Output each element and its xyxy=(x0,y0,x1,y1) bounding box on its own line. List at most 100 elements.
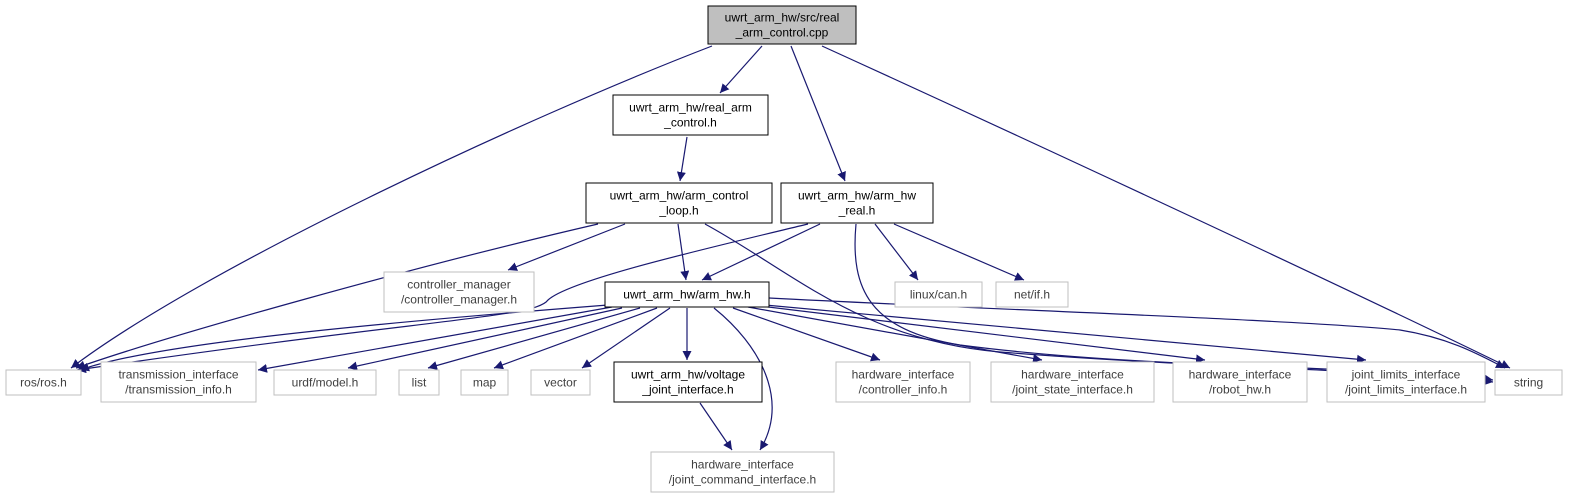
nodes-layer: uwrt_arm_hw/src/real_arm_control.cppuwrt… xyxy=(5,5,1563,493)
node-label-line: _control.h xyxy=(663,116,717,130)
edge-arm_control_loop_h-to-controller_manager_h xyxy=(507,223,626,271)
node-label-line: /transmission_info.h xyxy=(125,383,232,397)
node-box xyxy=(604,281,770,308)
node-label-line: uwrt_arm_hw/src/real xyxy=(725,11,840,25)
node-controller_info_h[interactable]: hardware_interface/controller_info.h xyxy=(835,361,971,403)
node-box xyxy=(613,361,763,403)
node-box xyxy=(383,271,535,313)
node-ros_h[interactable]: ros/ros.h xyxy=(5,369,82,396)
node-arm_hw_real_h[interactable]: uwrt_arm_hw/arm_hw_real.h xyxy=(780,182,934,224)
edge-arm_hw_h-to-string xyxy=(768,297,1506,369)
edge-arm_hw_real_h-to-net_if_h xyxy=(893,223,1025,281)
node-box xyxy=(460,369,509,396)
edge-arm_hw_real_h-to-linux_can_h xyxy=(874,223,919,281)
node-label-line: /controller_manager.h xyxy=(401,293,517,307)
node-label-line: uwrt_arm_hw/real_arm xyxy=(629,101,752,115)
node-joint_command_interface_h[interactable]: hardware_interface/joint_command_interfa… xyxy=(650,451,835,493)
node-label-line: /controller_info.h xyxy=(859,383,948,397)
edge-root-to-string xyxy=(821,45,1511,369)
node-voltage_joint_interface_h[interactable]: uwrt_arm_hw/voltage_joint_interface.h xyxy=(613,361,763,403)
node-label-line: hardware_interface xyxy=(1021,368,1124,382)
node-label-line: uwrt_arm_hw/voltage xyxy=(631,368,745,382)
node-box xyxy=(1326,361,1486,403)
node-label-line: map xyxy=(473,376,497,390)
node-label-line: hardware_interface xyxy=(1189,368,1292,382)
edge-arm_hw_h-to-controller_info_h xyxy=(732,307,881,362)
node-joint_limits_interface_h[interactable]: joint_limits_interface/joint_limits_inte… xyxy=(1326,361,1486,403)
node-controller_manager_h[interactable]: controller_manager/controller_manager.h xyxy=(383,271,535,313)
node-arm_control_loop_h[interactable]: uwrt_arm_hw/arm_control_loop.h xyxy=(585,182,773,224)
node-box xyxy=(100,361,257,403)
edge-root-to-ros_h xyxy=(70,45,713,369)
node-linux_can_h[interactable]: linux/can.h xyxy=(894,281,983,308)
node-label-line: uwrt_arm_hw/arm_hw.h xyxy=(623,288,750,302)
node-label-line: _loop.h xyxy=(658,204,698,218)
node-joint_state_interface_h[interactable]: hardware_interface/joint_state_interface… xyxy=(990,361,1155,403)
node-box xyxy=(995,281,1069,308)
node-arm_hw_h[interactable]: uwrt_arm_hw/arm_hw.h xyxy=(604,281,770,308)
edge-arm_hw_real_h-to-ros_h xyxy=(76,223,809,374)
node-urdf_model_h[interactable]: urdf/model.h xyxy=(273,369,377,396)
node-label-line: /joint_state_interface.h xyxy=(1012,383,1133,397)
edge-arm_hw_h-to-map xyxy=(493,307,658,370)
node-label-line: uwrt_arm_hw/arm_hw xyxy=(798,189,916,203)
edge-arm_hw_h-to-ros_h xyxy=(79,304,609,372)
edge-arm_hw_h-to-joint_state_interface_h xyxy=(747,306,1043,363)
node-label-line: controller_manager xyxy=(407,278,510,292)
node-box xyxy=(780,182,934,224)
node-label-line: linux/can.h xyxy=(910,288,967,302)
node-box xyxy=(5,369,82,396)
node-label-line: _arm_control.cpp xyxy=(735,26,829,40)
node-label-line: hardware_interface xyxy=(691,458,794,472)
node-label-line: ros/ros.h xyxy=(20,376,67,390)
node-robot_hw_h[interactable]: hardware_interface/robot_hw.h xyxy=(1172,361,1308,403)
edge-arm_hw_h-to-robot_hw_h xyxy=(759,305,1206,364)
node-label-line: /joint_command_interface.h xyxy=(669,473,816,487)
node-real_arm_control_h[interactable]: uwrt_arm_hw/real_arm_control.h xyxy=(612,94,769,136)
node-box xyxy=(1494,369,1563,396)
node-box xyxy=(530,369,591,396)
node-box xyxy=(585,182,773,224)
node-box xyxy=(612,94,769,136)
node-box xyxy=(273,369,377,396)
node-label-line: joint_limits_interface xyxy=(1351,368,1461,382)
edge-root-to-real_arm_control_h xyxy=(719,45,763,94)
edge-arm_hw_h-to-transmission_info_h xyxy=(257,306,613,373)
node-label-line: net/if.h xyxy=(1014,288,1050,302)
node-list[interactable]: list xyxy=(398,369,440,396)
node-box xyxy=(398,369,440,396)
node-label-line: hardware_interface xyxy=(852,368,955,382)
edge-root-to-arm_hw_real_h xyxy=(790,45,846,182)
node-map[interactable]: map xyxy=(460,369,509,396)
edge-voltage_joint_interface_h-to-joint_command_interface_h xyxy=(699,402,733,451)
edge-arm_hw_h-to-list xyxy=(427,307,641,370)
node-label-line: _joint_interface.h xyxy=(641,383,733,397)
edge-arm_hw_h-to-vector xyxy=(581,307,671,369)
node-label-line: /robot_hw.h xyxy=(1209,383,1271,397)
node-label-line: vector xyxy=(544,376,577,390)
edge-arm_control_loop_h-to-ros_h xyxy=(75,223,599,370)
node-box xyxy=(1172,361,1308,403)
node-label-line: transmission_interface xyxy=(118,368,238,382)
node-string[interactable]: string xyxy=(1494,369,1563,396)
node-box xyxy=(835,361,971,403)
edge-arm_hw_h-to-joint_command_interface_h xyxy=(713,307,773,451)
node-label-line: _real.h xyxy=(838,204,876,218)
node-net_if_h[interactable]: net/if.h xyxy=(995,281,1069,308)
edge-arm_control_loop_h-to-arm_hw_h xyxy=(677,223,690,281)
node-root: uwrt_arm_hw/src/real_arm_control.cpp xyxy=(707,5,857,45)
node-label-line: uwrt_arm_hw/arm_control xyxy=(610,189,749,203)
edge-arm_hw_h-to-joint_limits_interface_h xyxy=(764,304,1367,364)
node-box xyxy=(894,281,983,308)
edge-real_arm_control_h-to-arm_control_loop_h xyxy=(676,136,688,182)
edge-arm_hw_real_h-to-arm_hw_h xyxy=(701,223,821,281)
node-box xyxy=(990,361,1155,403)
node-label-line: urdf/model.h xyxy=(292,376,359,390)
node-label-line: string xyxy=(1514,376,1543,390)
node-label-line: list xyxy=(412,376,427,390)
node-box xyxy=(650,451,835,493)
node-vector[interactable]: vector xyxy=(530,369,591,396)
node-box xyxy=(707,5,857,45)
node-transmission_info_h[interactable]: transmission_interface/transmission_info… xyxy=(100,361,257,403)
